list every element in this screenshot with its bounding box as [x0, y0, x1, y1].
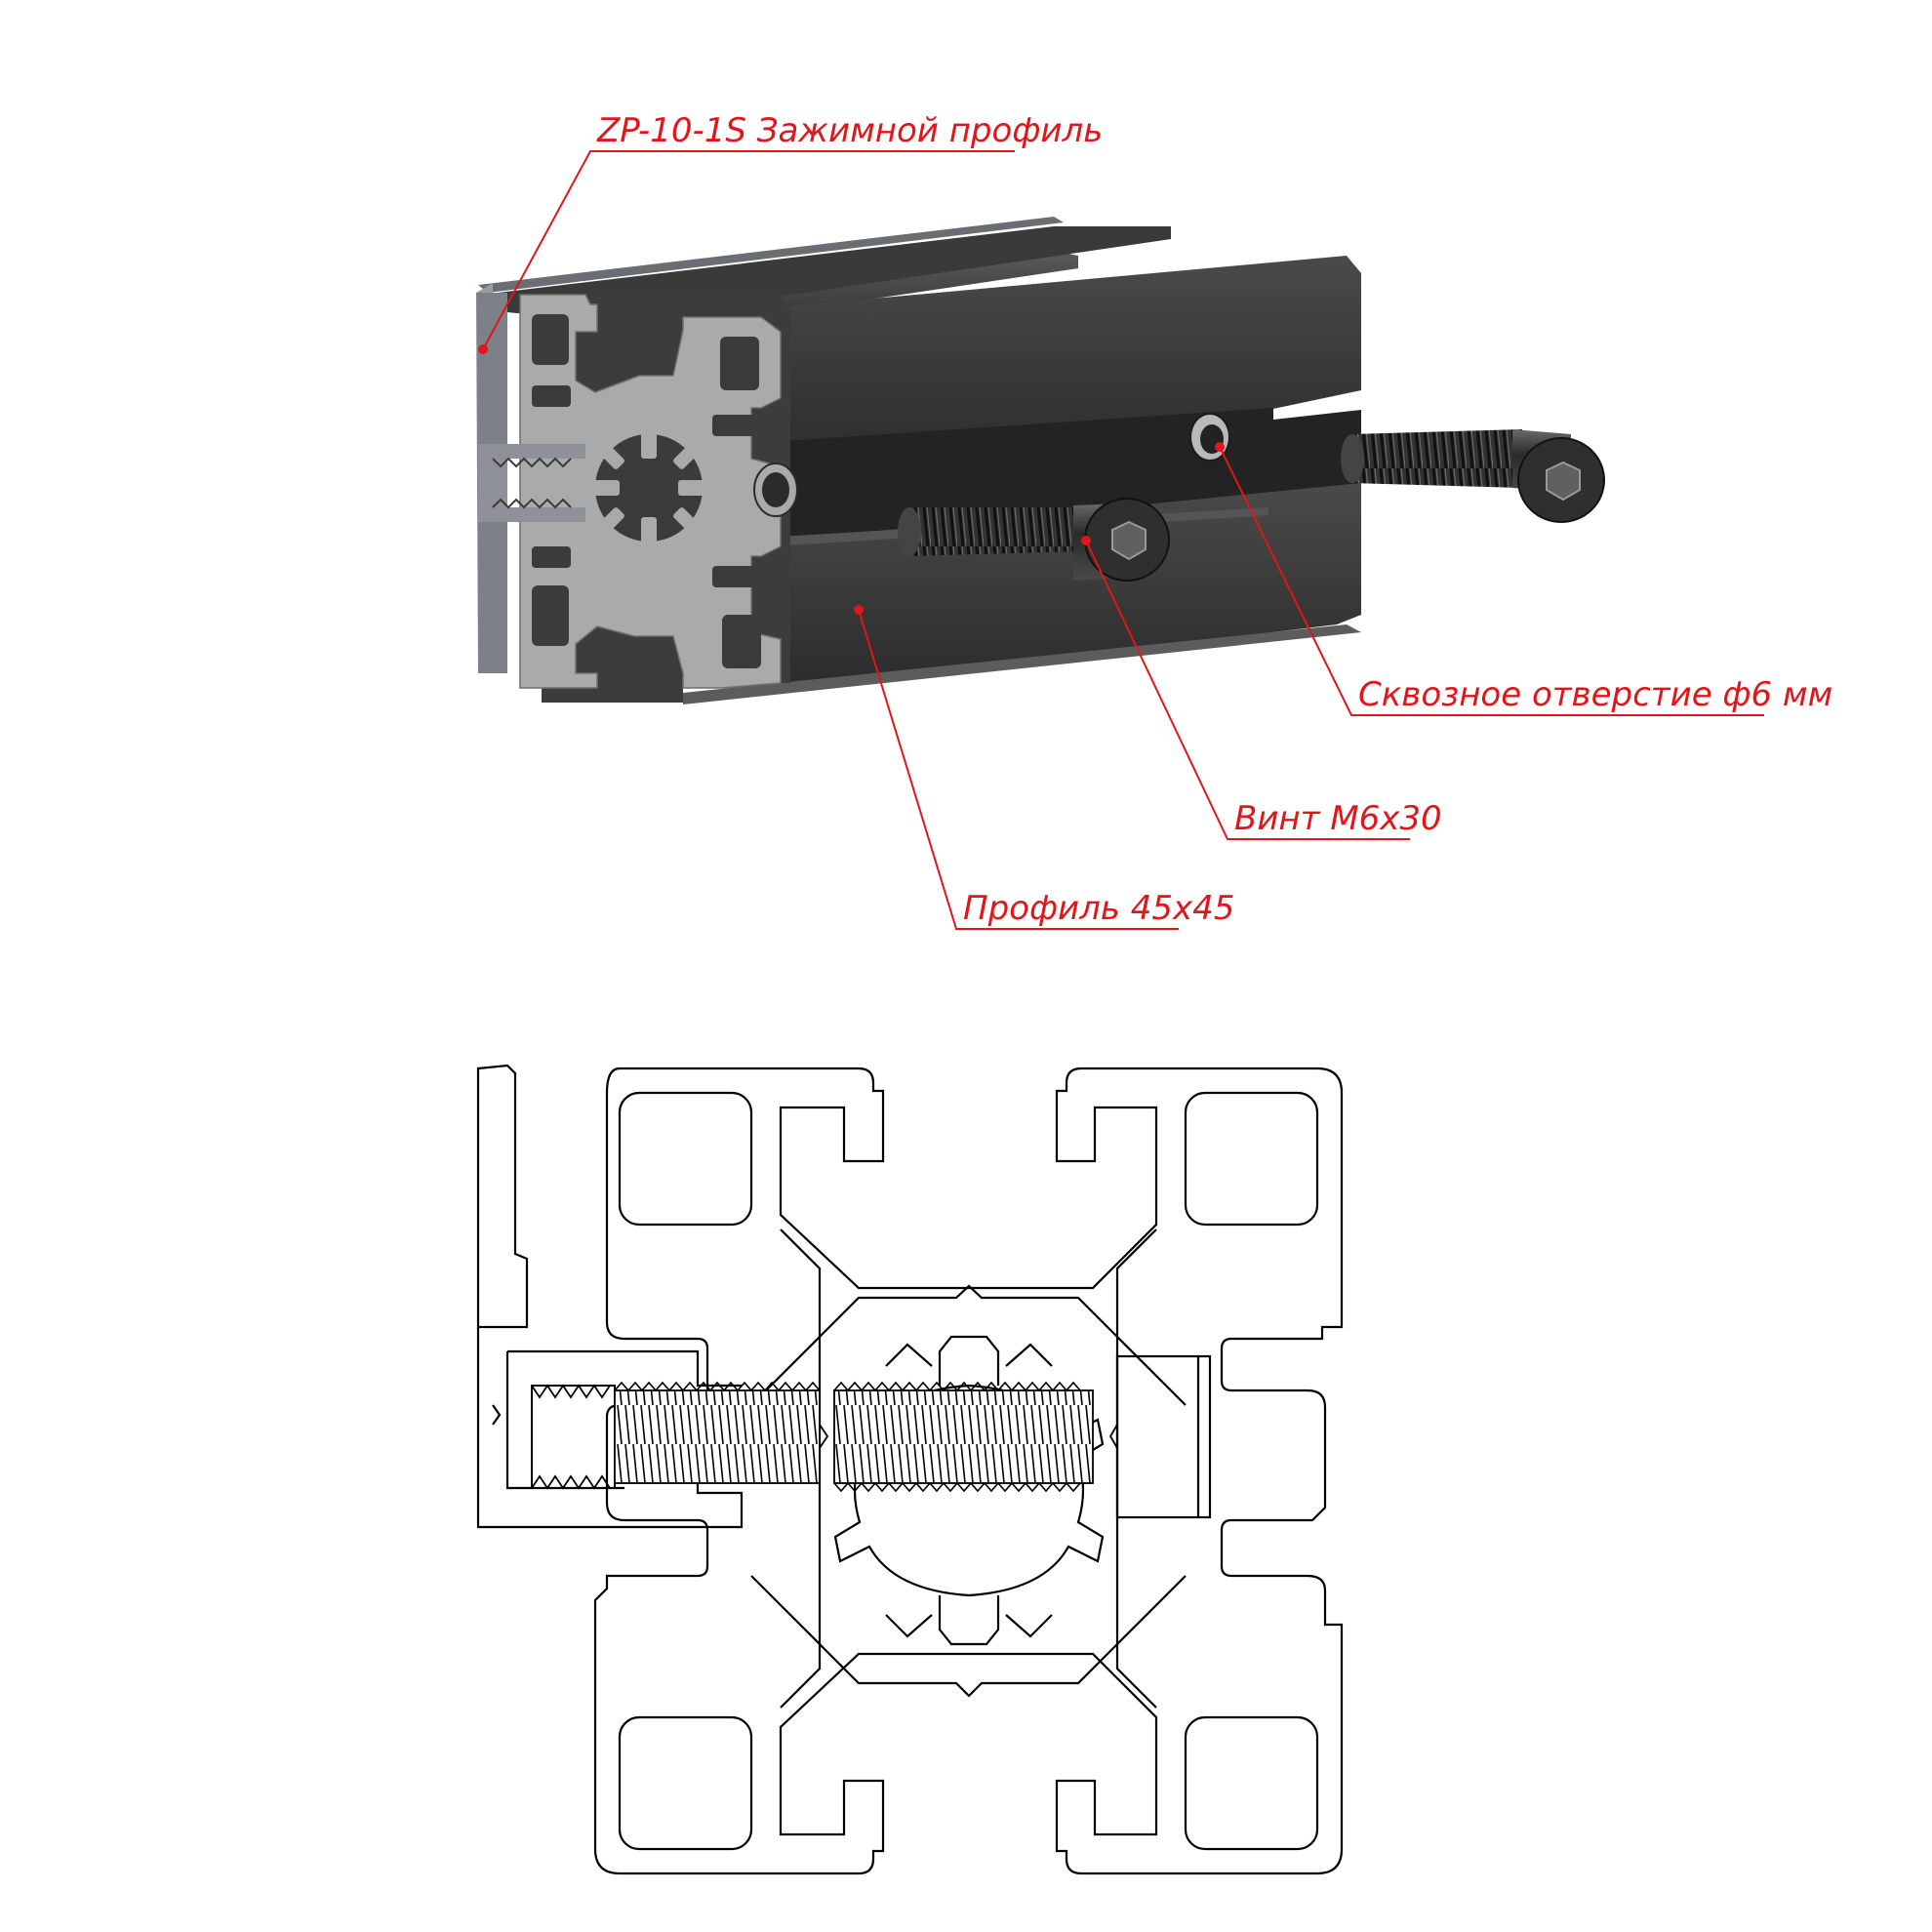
callout-screw: Винт М6х30 — [1081, 536, 1442, 840]
screw-section-threads — [531, 1381, 1118, 1493]
clamp-profile-3d — [476, 283, 585, 673]
callout-through-hole: Сквозное отверстие ф6 мм — [1215, 442, 1832, 716]
callout-profile: Профиль 45х45 — [854, 605, 1234, 930]
hex-socket-icon — [1546, 461, 1581, 502]
callout-clamp-profile: ZP-10-1S Зажимной профиль — [478, 111, 1103, 354]
cavity-bottom-left — [618, 1715, 753, 1851]
callout-profile-label: Профиль 45х45 — [963, 889, 1234, 928]
cavity-bottom-right — [1184, 1715, 1319, 1851]
callout-screw-label: Винт М6х30 — [1234, 799, 1442, 838]
callout-clamp-profile-label: ZP-10-1S Зажимной профиль — [596, 111, 1103, 150]
core-outline — [818, 1284, 1119, 1698]
screw-inserted-3d — [898, 498, 1170, 582]
slot-insert — [1115, 1354, 1212, 1519]
hex-socket-icon — [1111, 520, 1147, 561]
clamp-strip-top — [478, 217, 1064, 293]
cavity-top-right — [1184, 1091, 1319, 1227]
profile-end-face — [519, 293, 798, 703]
profile-upper-side — [615, 256, 1361, 478]
screw-free-3d — [1341, 429, 1605, 523]
cavity-top-left — [618, 1091, 753, 1227]
callout-through-hole-label: Сквозное отверстие ф6 мм — [1358, 675, 1832, 714]
